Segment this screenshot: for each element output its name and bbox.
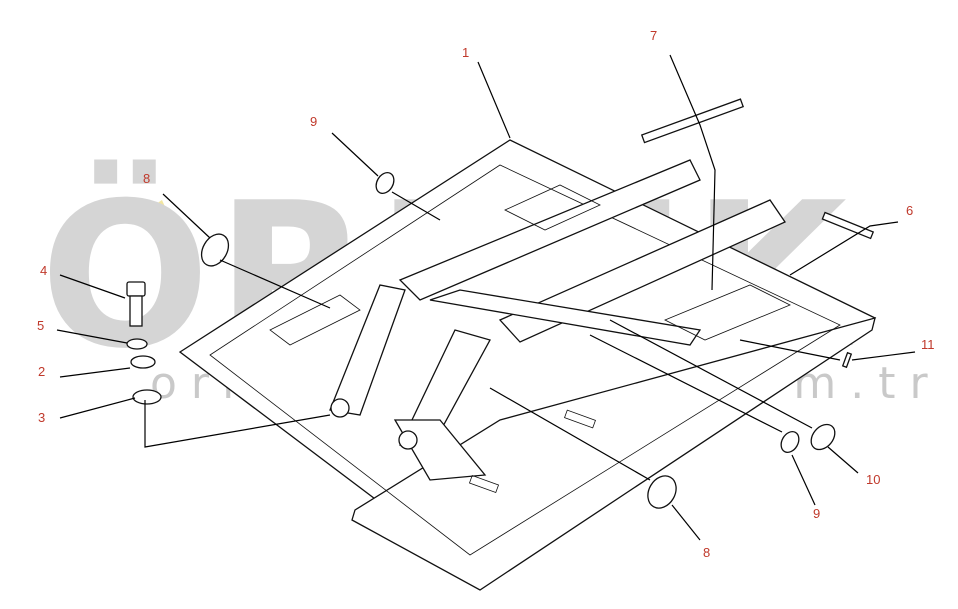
leader-7 xyxy=(669,54,716,291)
shim-9-lower xyxy=(780,431,800,453)
callout-6: 6 xyxy=(906,203,913,218)
shim-9-upper xyxy=(375,172,395,194)
washer xyxy=(126,338,148,350)
pin-hole-left xyxy=(330,398,350,418)
frame-opening-2 xyxy=(664,284,791,341)
frame-opening-1 xyxy=(504,184,601,231)
leader-3 xyxy=(59,397,136,419)
leader-8b xyxy=(671,504,701,541)
frame-opening-3 xyxy=(269,294,361,346)
watermark-accent-right xyxy=(135,200,170,218)
leader-10 xyxy=(827,446,859,474)
threaded-rod-7 xyxy=(640,98,745,144)
lug-left-outer xyxy=(329,284,406,416)
lug-bracket xyxy=(393,419,487,481)
beam-diagonal xyxy=(429,289,702,346)
callout-11: 11 xyxy=(921,337,935,352)
leader-8b-frame xyxy=(489,387,651,481)
loose-parts xyxy=(126,98,875,509)
callout-8-upper: 8 xyxy=(143,171,150,186)
ring-10 xyxy=(810,423,836,451)
ring xyxy=(132,389,162,405)
leader-8a xyxy=(162,193,211,239)
leader-2 xyxy=(59,367,131,378)
callout-1: 1 xyxy=(462,45,469,60)
callout-labels: 1 2 3 4 5 6 7 8 8 9 9 10 11 xyxy=(37,28,935,560)
leader-6 xyxy=(789,221,899,276)
leader-9a-frame xyxy=(391,191,441,221)
leader-9b-frame xyxy=(589,334,783,433)
callout-10: 10 xyxy=(866,472,880,487)
callout-8-lower: 8 xyxy=(703,545,710,560)
leader-9b xyxy=(791,454,816,506)
watermark-accent-left xyxy=(85,200,120,218)
leader-4 xyxy=(59,274,126,299)
leader-8a-frame xyxy=(219,259,331,309)
beam-rear xyxy=(398,159,701,301)
pin-hole-right xyxy=(398,430,418,450)
leader-5 xyxy=(56,329,128,344)
frame-slot-2 xyxy=(468,474,500,494)
bushing xyxy=(130,355,156,369)
bolt-shank xyxy=(129,295,143,327)
seal-8-upper xyxy=(200,233,230,267)
leader-3-frame xyxy=(144,400,331,448)
leader-10-frame xyxy=(609,319,813,429)
callout-9-lower: 9 xyxy=(813,506,820,521)
frame-inner-outline xyxy=(209,164,841,556)
leader-1 xyxy=(477,61,511,139)
callout-5: 5 xyxy=(37,318,44,333)
leader-9a xyxy=(331,132,379,177)
callout-7: 7 xyxy=(650,28,657,43)
callout-2: 2 xyxy=(38,364,45,379)
pin-11 xyxy=(841,351,853,369)
callout-3: 3 xyxy=(38,410,45,425)
seal-8-lower xyxy=(647,475,677,509)
leader-lines xyxy=(56,54,916,541)
frame-lower-edge xyxy=(351,317,876,591)
callout-4: 4 xyxy=(40,263,47,278)
leader-11-frame xyxy=(739,339,841,361)
leader-11 xyxy=(851,351,916,361)
callout-9-upper: 9 xyxy=(310,114,317,129)
frame-slot xyxy=(564,409,596,429)
bolt-head xyxy=(126,281,146,297)
